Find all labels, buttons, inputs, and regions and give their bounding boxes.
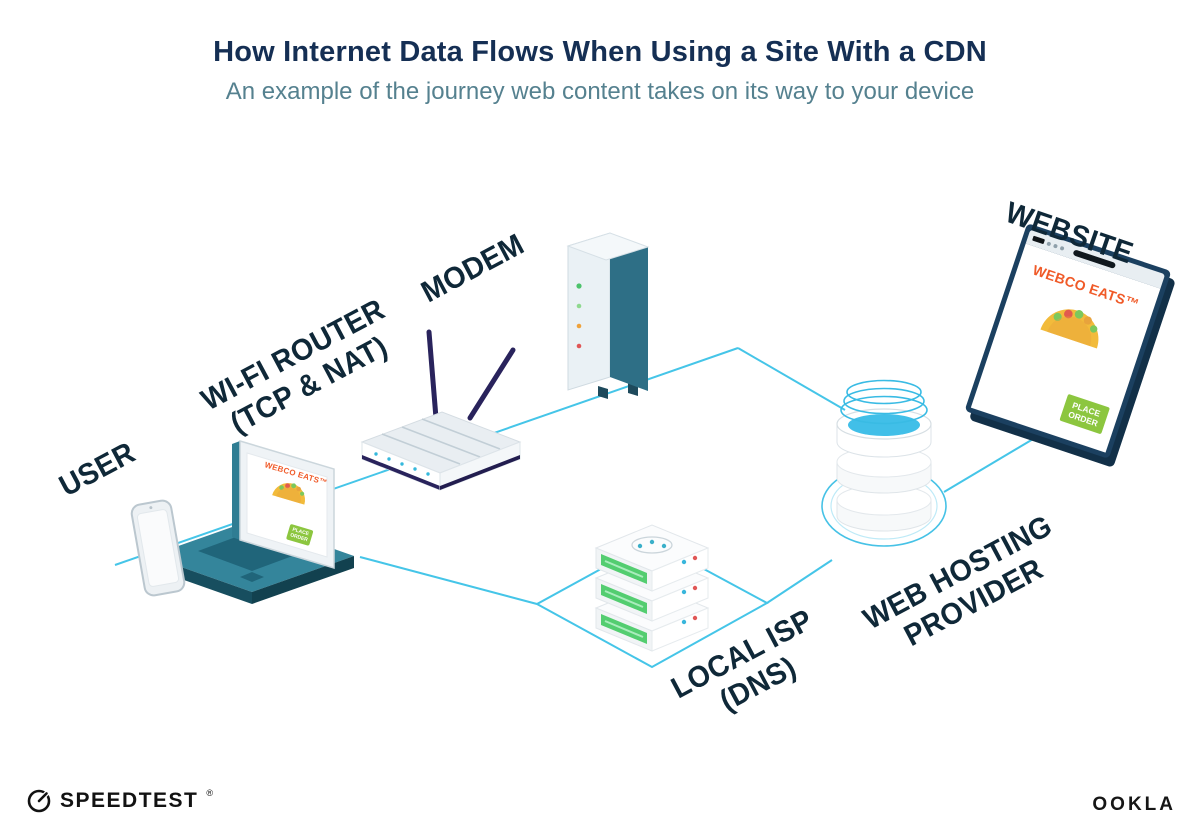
router-grooves [381, 418, 501, 465]
speedtest-wordmark: SPEEDTEST [60, 789, 199, 812]
phone-camera-dot [149, 506, 153, 510]
router-front-right-stripe [440, 455, 520, 490]
page-subtitle: An example of the journey web content ta… [225, 78, 975, 105]
modem-foot-left [598, 386, 608, 399]
browser-content: WEBCO EATS™ PLACE ORDER [970, 243, 1161, 453]
place-order-button-small: PLACE ORDER [285, 523, 314, 546]
speedtest-logo: SPEEDTEST ® [26, 788, 213, 814]
ookla-logo: OOKLA [1092, 794, 1176, 815]
router-leds [374, 452, 430, 476]
line-hosting-website [943, 425, 1056, 493]
phone-illustration [130, 499, 186, 597]
laptop-screen-edge [232, 441, 240, 540]
header: How Internet Data Flows When Using a Sit… [0, 36, 1200, 106]
db-signal-rings [840, 379, 928, 425]
modem-leds [576, 283, 582, 349]
database-illustration [821, 379, 947, 547]
isp-top-dots [637, 539, 667, 549]
router-illustration [360, 329, 522, 491]
modem-top [566, 232, 650, 261]
speedtest-trademark: ® [206, 788, 214, 798]
speedtest-gauge-icon [27, 789, 51, 813]
line-isp-hosting [766, 559, 833, 604]
phone-screen [136, 509, 180, 587]
laptop-screen-content: WEBCO EATS™ PLACE ORDER [239, 454, 335, 554]
router-antenna-left [426, 329, 439, 421]
line-isp-diamond [359, 539, 770, 669]
taco-icon-small [272, 483, 305, 505]
router-front-left-stripe [362, 455, 440, 490]
modem-illustration [566, 232, 650, 399]
isp-slab-top [594, 524, 710, 592]
page-title: How Internet Data Flows When Using a Sit… [213, 36, 987, 68]
router-antenna-right [467, 347, 516, 421]
isp-server-illustration [594, 524, 710, 652]
laptop-base-front-right [252, 556, 354, 604]
place-order-button: PLACE ORDER [1059, 393, 1111, 435]
modem-side [610, 233, 648, 391]
laptop-touchpad [240, 572, 264, 582]
laptop-illustration [130, 439, 354, 604]
line-modem-hosting [737, 347, 846, 411]
isp-top-oval [631, 536, 673, 554]
taco-icon [1040, 309, 1099, 349]
db-water [848, 414, 920, 436]
website-browser-window: WEBCO EATS™ PLACE ORDER [964, 223, 1172, 459]
